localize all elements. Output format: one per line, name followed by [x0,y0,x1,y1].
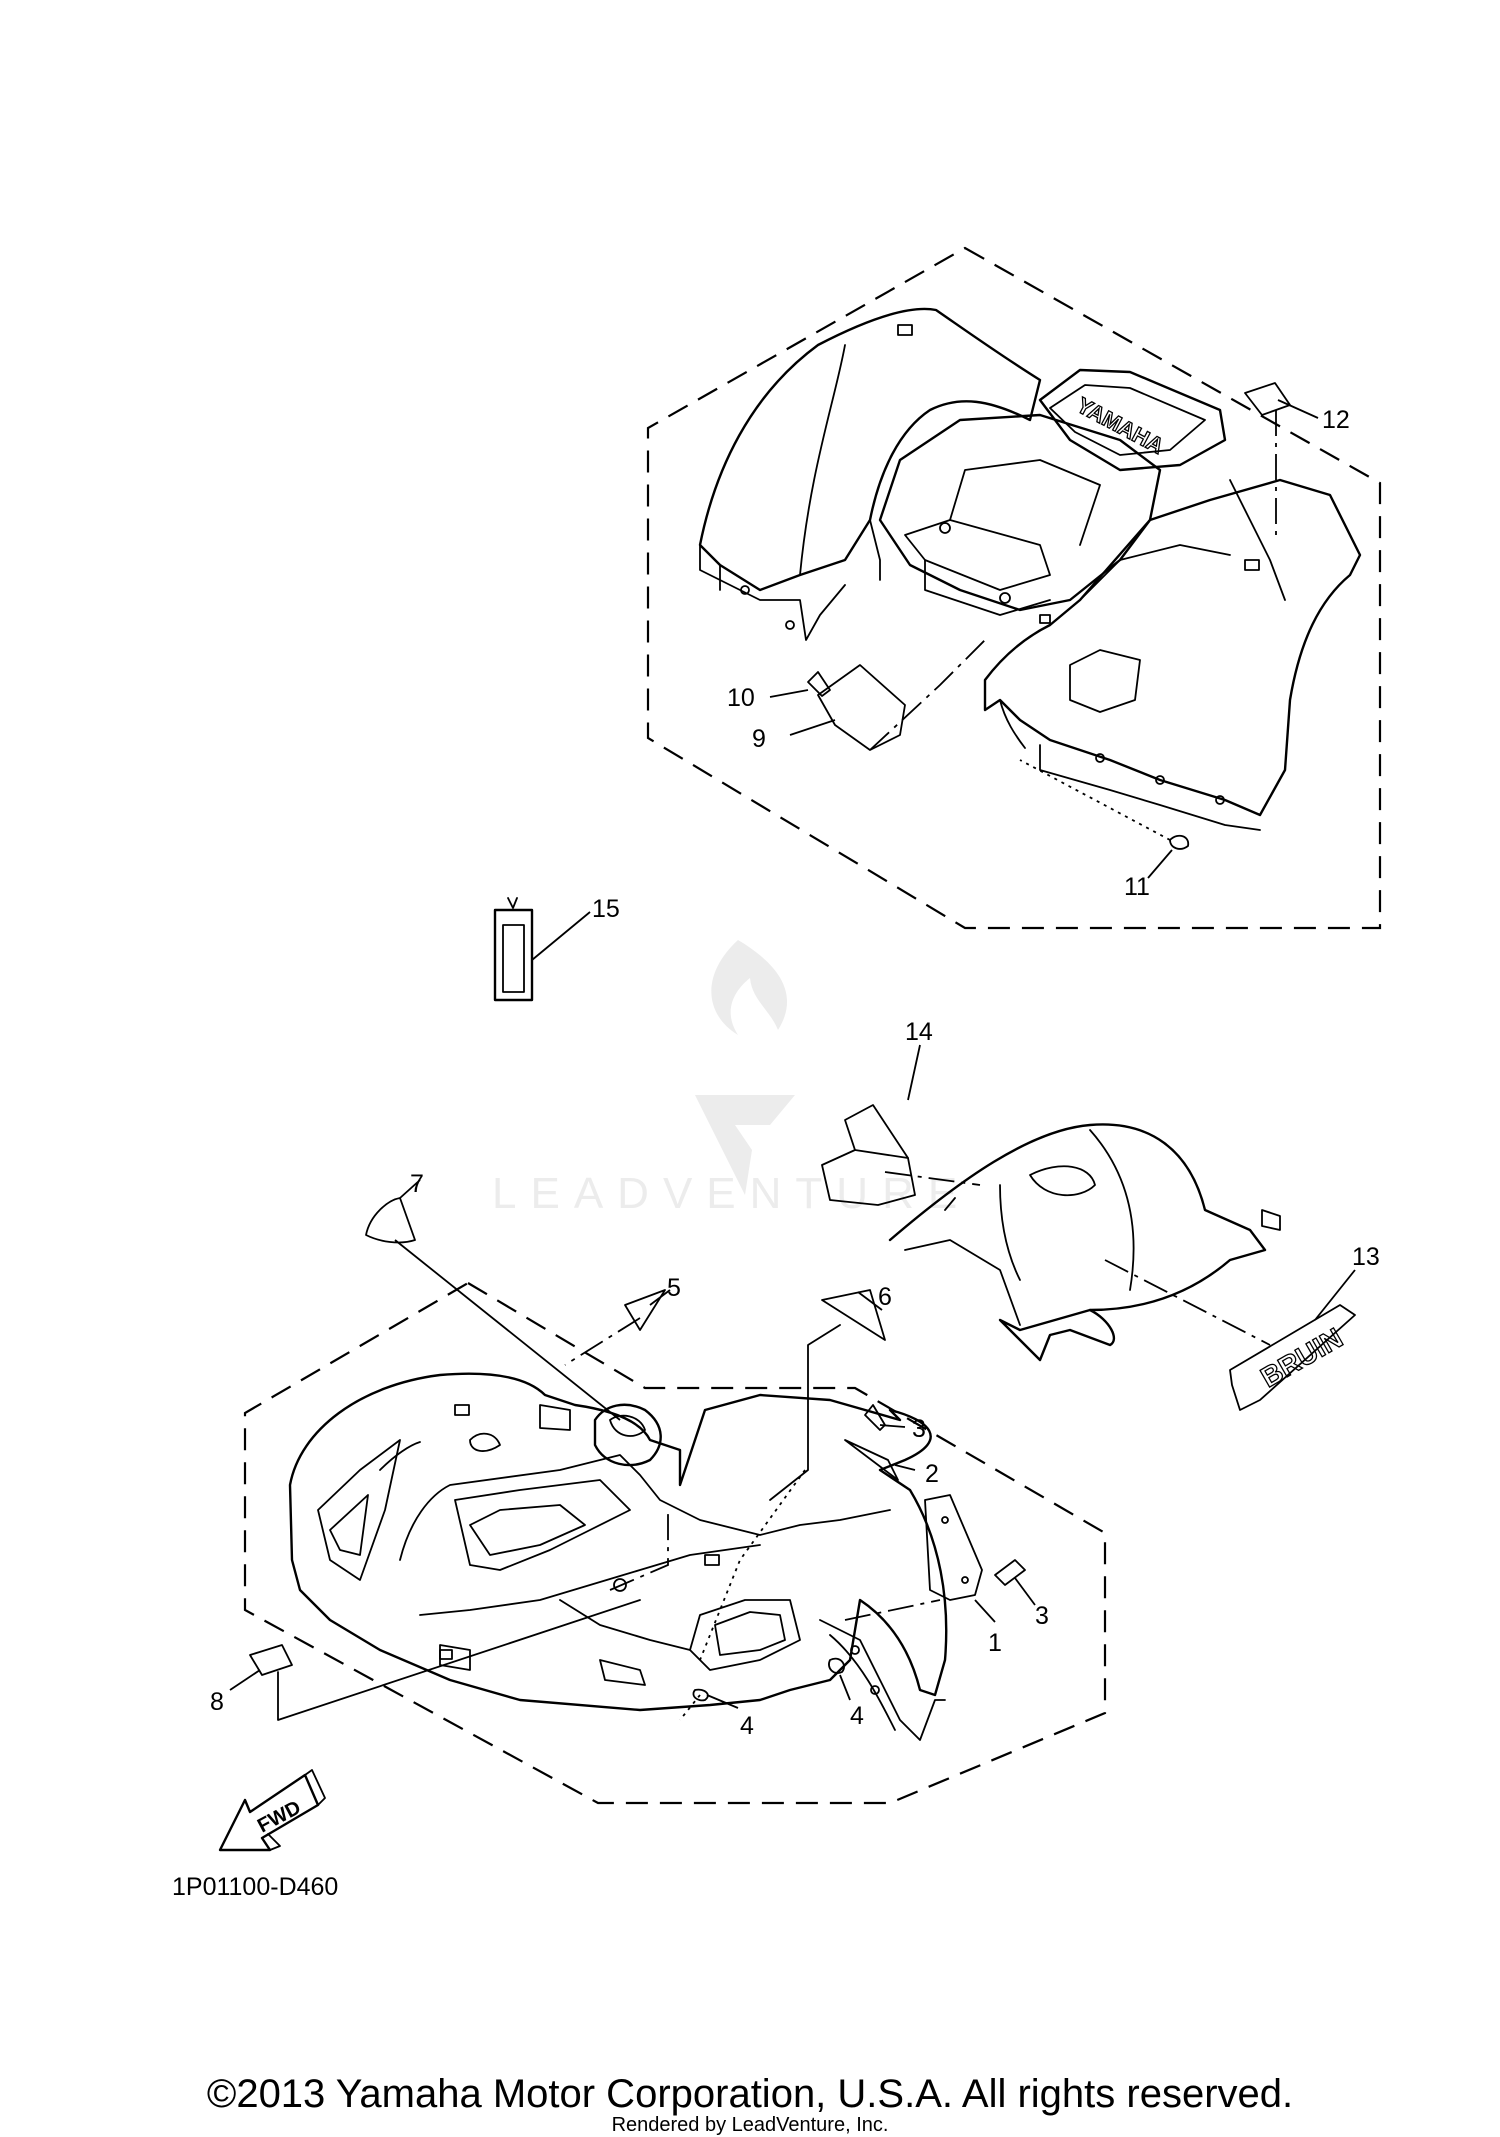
callout-3-upper: 3 [912,1415,926,1443]
part-4-grommet-right [828,1657,845,1674]
front-fender-group-outline [243,1281,1107,1805]
part-11-clip [1169,834,1190,850]
callout-4-left: 4 [740,1712,754,1740]
part-13-decal-text: BRUIN [1256,1322,1348,1393]
tank-cover-group: BRUIN [821,1044,1356,1411]
callout-5: 5 [667,1274,681,1302]
callout-10: 10 [727,684,755,712]
rendered-by-text: Rendered by LeadVenture, Inc. [611,2114,889,2136]
rear-fender-group: YAMAHA [646,246,1382,930]
part-13-decal [1229,1304,1356,1411]
fwd-arrow-icon: FWD [218,1769,326,1852]
callout-12: 12 [1322,406,1350,434]
part-7-reflector [365,1197,416,1244]
flame-icon [711,940,788,1035]
callout-13: 13 [1352,1243,1380,1271]
part-3-screw-upper [864,1404,886,1431]
part-12-label [1244,382,1291,416]
front-fender-group [229,1179,1107,1805]
copyright-text: ©2013 Yamaha Motor Corporation, U.S.A. A… [206,2072,1294,2116]
rear-fender-center-box [878,413,1162,612]
part-4-grommet-left [692,1688,709,1702]
watermark-text: LEADVENTURE [492,1169,971,1218]
part-8-decal [249,1644,293,1676]
callout-14: 14 [905,1018,933,1046]
callout-2: 2 [925,1460,939,1488]
tank-cover [888,1123,1267,1362]
fwd-label: FWD [254,1797,305,1838]
part-1-bracket [924,1494,983,1601]
rear-fender-right-wing [983,478,1362,817]
callout-8: 8 [210,1688,224,1716]
leadventure-watermark: LEADVENTURE [492,940,971,1218]
part-2-decal [844,1439,899,1481]
diagram-code: 1P01100-D460 [172,1873,338,1901]
callout-4-right: 4 [850,1702,864,1730]
rear-fender-group-outline [646,246,1382,930]
rear-fender-left-wing [698,307,1042,592]
callout-numbers: 1 2 3 3 4 4 5 6 7 8 9 10 11 12 13 14 15 [210,406,1380,1740]
v-logo-icon [695,1095,795,1195]
callout-9: 9 [752,725,766,753]
rear-fender-logo-panel [1038,368,1227,472]
part-5-decal [624,1289,666,1331]
callout-1: 1 [988,1629,1002,1657]
part-10-screw [807,671,831,697]
part-6-decal [821,1289,886,1341]
front-fender [288,1372,948,1712]
part-3-screw-lower [994,1559,1026,1586]
callout-11: 11 [1124,873,1150,901]
part-9-plate [817,664,906,751]
callout-6: 6 [878,1283,892,1311]
callout-3-lower: 3 [1035,1602,1049,1630]
callout-7: 7 [410,1170,424,1198]
callout-15: 15 [592,895,620,923]
part-15-label [493,897,591,1002]
